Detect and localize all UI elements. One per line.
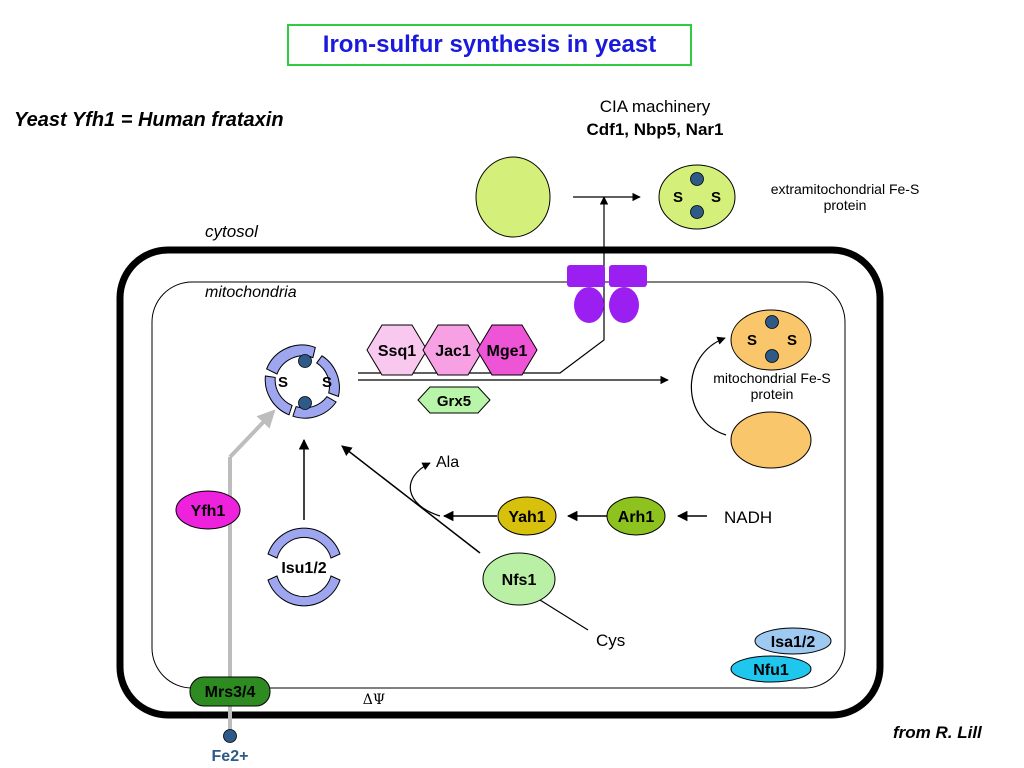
iron-atom [298, 354, 312, 368]
nfu1-label: Nfu1 [753, 662, 789, 679]
extramitochondrial-label: extramitochondrial Fe-S protein [770, 181, 920, 213]
isa-label: Isa1/2 [771, 634, 816, 651]
cysteine-label: Cys [596, 631, 625, 650]
mitochondrial-label: mitochondrial Fe-S protein [713, 370, 831, 402]
outer-mitochondrial-membrane [116, 246, 884, 719]
cytosolic-holo-protein: S S [658, 164, 736, 230]
arh1-protein: Arh1 [606, 496, 666, 536]
mitochondrial-apo-protein [730, 411, 812, 469]
arh1-label: Arh1 [618, 509, 655, 526]
iron-atom [690, 172, 704, 186]
mito-maturation-arrow [690, 336, 727, 436]
page-title: Iron-sulfur synthesis in yeast [287, 24, 692, 66]
ala-arrow [409, 462, 441, 517]
isu-scaffold-with-cluster: S S [264, 344, 340, 419]
ssq1-protein: Ssq1 [366, 324, 428, 376]
sulfur-label: S [322, 374, 332, 391]
cys-line [539, 599, 589, 631]
cytosolic-apo-protein [475, 156, 551, 238]
atm1-transporter [567, 265, 647, 323]
ssq1-label: Ssq1 [378, 343, 416, 360]
mge1-protein: Mge1 [476, 324, 538, 376]
nfs1-label: Nfs1 [502, 572, 537, 589]
mitochondrial-holo-protein: S S [730, 309, 812, 371]
iron-atom [765, 349, 779, 363]
isa-protein: Isa1/2 [754, 627, 832, 655]
isu-scaffold-empty: Isu1/2 [267, 527, 341, 607]
mge1-label: Mge1 [487, 343, 528, 360]
yfh1-protein: Yfh1 [175, 490, 241, 530]
grx5-label: Grx5 [437, 393, 471, 410]
sulfur-label: S [747, 332, 757, 349]
inner-mitochondrial-membrane [151, 281, 846, 689]
yah1-protein: Yah1 [497, 496, 557, 536]
iron-label: Fe2+ [212, 748, 249, 765]
cia-members: Cdf1, Nbp5, Nar1 [586, 120, 724, 139]
cia-label: CIA machinery [599, 97, 711, 116]
yah1-label: Yah1 [508, 509, 545, 526]
cytosol-label: cytosol [205, 222, 258, 241]
iron-ion [223, 729, 237, 743]
alanine-label: Ala [436, 454, 459, 471]
sulfur-label: S [673, 189, 683, 206]
iron-import-arrow [228, 409, 276, 459]
mrs-transporter: Mrs3/4 [189, 676, 271, 707]
iron-atom [298, 396, 312, 410]
iron-atom [690, 205, 704, 219]
yfh1-label: Yfh1 [191, 503, 226, 520]
nfs1-to-cluster-arrow [341, 445, 481, 554]
nfs1-protein: Nfs1 [482, 552, 556, 606]
iron-atom [765, 315, 779, 329]
sulfur-label: S [787, 332, 797, 349]
credit: from R. Lill [893, 723, 982, 742]
membrane-potential-label: ΔΨ [363, 692, 385, 708]
mitochondria-label: mitochondria [205, 284, 297, 301]
jac1-label: Jac1 [435, 343, 471, 360]
subtitle: Yeast Yfh1 = Human frataxin [14, 109, 284, 131]
grx5-protein: Grx5 [417, 386, 491, 414]
sulfur-label: S [711, 189, 721, 206]
jac1-protein: Jac1 [422, 324, 484, 376]
nadh-label: NADH [724, 508, 772, 527]
sulfur-label: S [278, 374, 288, 391]
nfu1-protein: Nfu1 [730, 655, 812, 683]
isu-label: Isu1/2 [281, 560, 326, 577]
mrs-label: Mrs3/4 [205, 684, 256, 701]
